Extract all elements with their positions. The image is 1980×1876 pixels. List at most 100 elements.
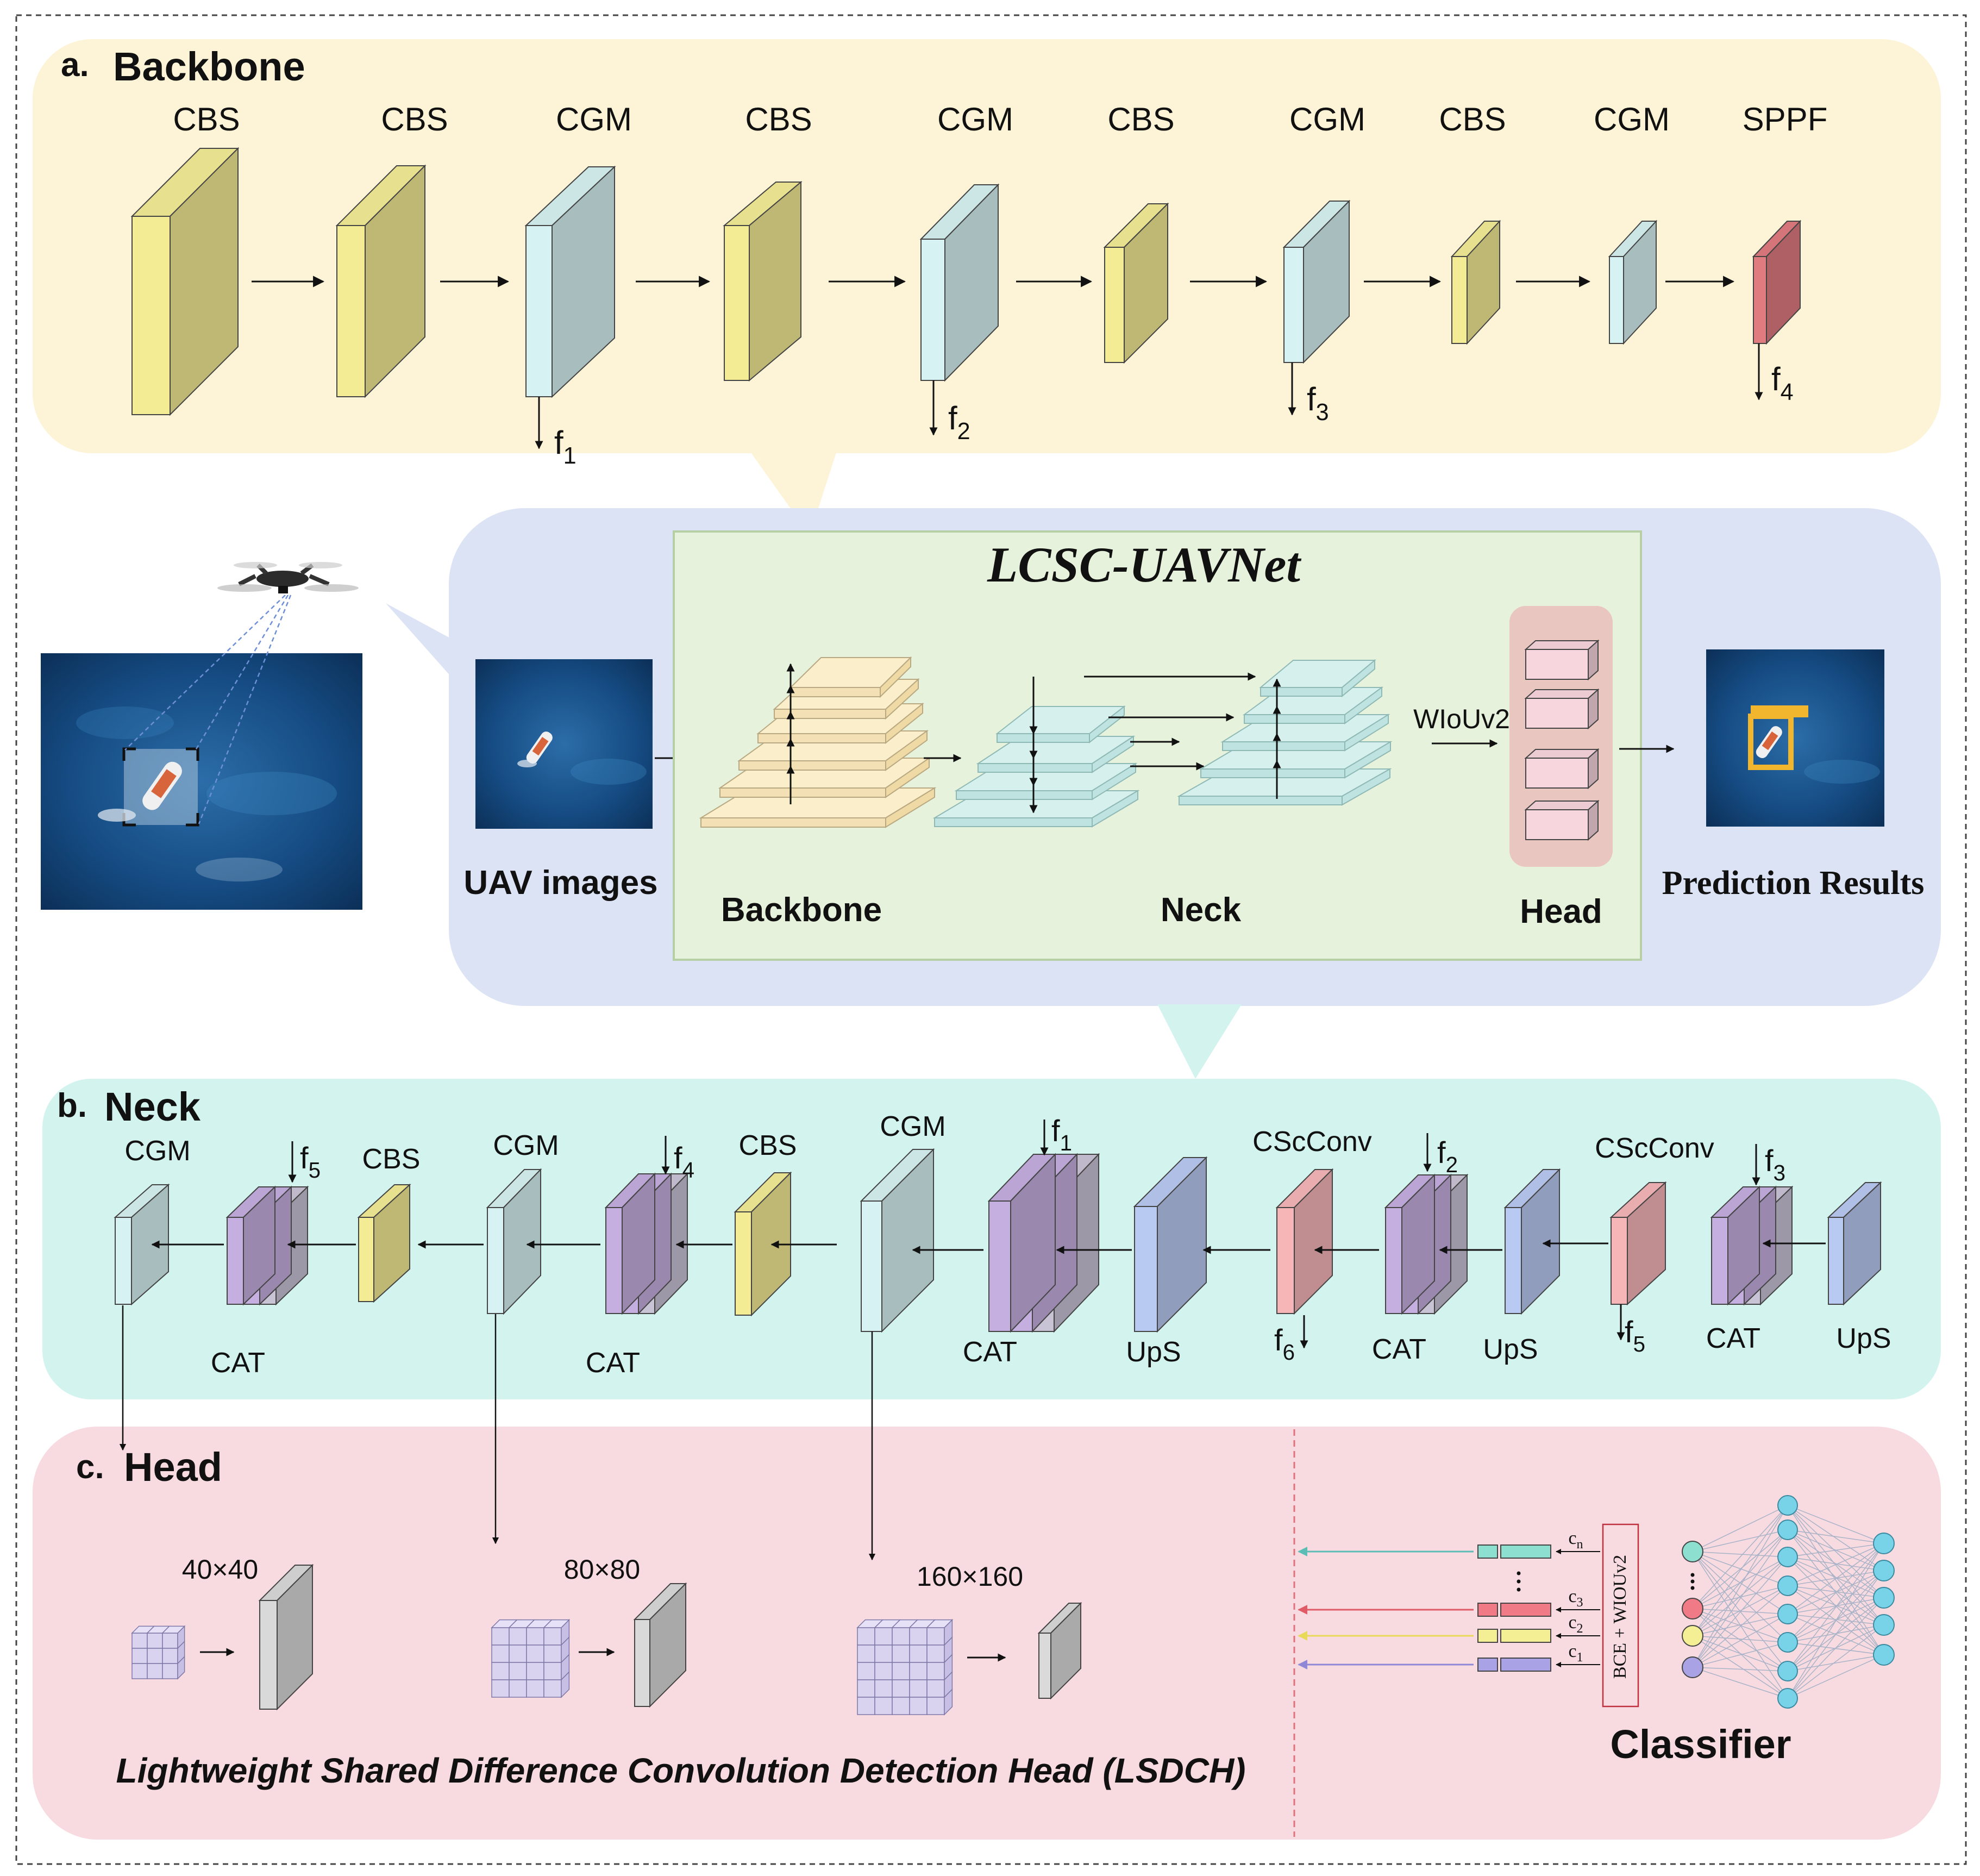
ellipsis-dot bbox=[1690, 1586, 1695, 1590]
backbone-output-f4: f4 bbox=[1771, 361, 1794, 405]
class-bar-small bbox=[1477, 1544, 1498, 1559]
neck-bottom-label: UpS bbox=[1126, 1336, 1181, 1368]
mini-backbone-layer-edge bbox=[738, 760, 886, 771]
classifier-hidden-node bbox=[1777, 1519, 1798, 1540]
mini-neck-layer-edge bbox=[1200, 768, 1345, 778]
classifier-edge bbox=[1787, 1543, 1884, 1615]
cat-layer bbox=[604, 1172, 656, 1315]
mini-neck-layer-edge bbox=[1260, 687, 1343, 697]
classifier-output-node bbox=[1873, 1587, 1895, 1609]
neck-top-label: CScConv bbox=[1252, 1126, 1372, 1158]
mini-head-block bbox=[1524, 688, 1600, 730]
classifier-edge bbox=[1692, 1556, 1788, 1636]
classifier-edge bbox=[1787, 1556, 1884, 1598]
mini-backbone-layer-side bbox=[885, 757, 930, 798]
mini-head-blocks bbox=[1524, 639, 1600, 841]
class-bar-small bbox=[1477, 1658, 1498, 1672]
head-panel-title: Head bbox=[124, 1444, 222, 1490]
overview-neck-label: Neck bbox=[1161, 891, 1242, 929]
backbone-output-f1: f1 bbox=[554, 424, 577, 469]
neck-ups-2 bbox=[1503, 1168, 1561, 1315]
mini-neck-layer-edge bbox=[1179, 796, 1343, 805]
neck-top-label: CBS bbox=[739, 1130, 797, 1161]
backbone-block-label: CBS bbox=[1439, 101, 1506, 137]
classifier-edge bbox=[1787, 1505, 1884, 1655]
backbone-output-f2: f2 bbox=[948, 400, 970, 445]
backbone-output-f3: f3 bbox=[1307, 381, 1329, 426]
class-bar bbox=[1500, 1658, 1551, 1672]
classifier-hidden-node bbox=[1777, 1661, 1798, 1681]
classifier-hidden-node bbox=[1777, 1604, 1798, 1624]
classifier-edge bbox=[1692, 1667, 1788, 1699]
neck-bottom-label: CAT bbox=[211, 1347, 265, 1379]
head-scale-label-2: 80×80 bbox=[564, 1554, 640, 1585]
neck-top-label: CGM bbox=[493, 1130, 559, 1161]
classifier-input-node bbox=[1682, 1541, 1703, 1562]
cat-layer bbox=[1384, 1173, 1436, 1315]
classifier-edge bbox=[1787, 1570, 1884, 1699]
classifier-hidden-node bbox=[1777, 1688, 1798, 1709]
backbone-block-label: CBS bbox=[1107, 101, 1174, 137]
neck-bottom-label: CAT bbox=[963, 1336, 1017, 1368]
head-scale-label-1: 40×40 bbox=[182, 1554, 258, 1585]
cat-layer bbox=[225, 1185, 277, 1306]
uav-images-label: UAV images bbox=[463, 864, 657, 902]
neck-cbs-1 bbox=[357, 1183, 411, 1303]
backbone-block-label: CGM bbox=[937, 101, 1013, 137]
classifier-edge bbox=[1787, 1597, 1884, 1643]
backbone-block-cbs bbox=[1103, 202, 1169, 364]
neck-cscconv-2 bbox=[1609, 1181, 1667, 1306]
classifier-edge bbox=[1692, 1551, 1788, 1586]
mini-backbone-layer-side bbox=[885, 678, 919, 720]
mini-neck-layer-edge bbox=[1244, 714, 1345, 724]
neck-side-input-f5: f5 bbox=[300, 1141, 321, 1183]
neck-cat-1 bbox=[225, 1185, 309, 1306]
neck-ups-1 bbox=[1133, 1156, 1208, 1333]
class-label-cn: cn bbox=[1568, 1528, 1583, 1552]
mini-backbone-layer-edge bbox=[757, 733, 886, 743]
class-label-c2: c2 bbox=[1568, 1612, 1583, 1636]
classifier-edge bbox=[1787, 1597, 1884, 1615]
neck-cat-4 bbox=[1384, 1173, 1469, 1315]
classifier-edge bbox=[1787, 1614, 1884, 1625]
backbone-block-cgm bbox=[1608, 220, 1658, 345]
classifier-edge bbox=[1692, 1505, 1788, 1552]
cat-layer bbox=[987, 1153, 1057, 1333]
neck-side-input-f2: f2 bbox=[1437, 1135, 1458, 1177]
ellipsis-dot bbox=[1517, 1587, 1521, 1592]
classifier-edge bbox=[1692, 1585, 1788, 1668]
classifier-edge bbox=[1787, 1543, 1884, 1672]
classifier-input-node bbox=[1682, 1625, 1703, 1647]
neck-side-output-f5: f5 bbox=[1625, 1315, 1645, 1356]
classifier-edge bbox=[1787, 1529, 1884, 1544]
neck-cgm-1 bbox=[114, 1183, 170, 1306]
neck-side-input-f4: f4 bbox=[674, 1141, 694, 1183]
neck-side-input-f1: f1 bbox=[1051, 1114, 1072, 1155]
neck-cscconv-1 bbox=[1275, 1168, 1334, 1315]
mini-backbone-layer-side bbox=[885, 730, 928, 771]
backbone-block-label: CBS bbox=[381, 101, 448, 137]
classifier-label: Classifier bbox=[1610, 1722, 1791, 1767]
ellipsis-dot bbox=[1517, 1571, 1521, 1575]
backbone-block-label: CGM bbox=[1289, 101, 1365, 137]
backbone-block-label: CGM bbox=[556, 101, 632, 137]
prediction-image bbox=[1706, 649, 1884, 827]
class-bar-small bbox=[1477, 1603, 1498, 1617]
mini-neck-layer-edge bbox=[978, 763, 1093, 773]
head-grid-cube-1 bbox=[131, 1625, 186, 1680]
classifier-edge bbox=[1692, 1585, 1788, 1609]
backbone-block-sppf bbox=[1752, 220, 1802, 345]
neck-bottom-label: CAT bbox=[586, 1347, 640, 1379]
overview-panel: UAV images LCSC-UAVNet WIoUv2 Backbone N… bbox=[41, 508, 1941, 1079]
mini-backbone-layer-edge bbox=[790, 687, 881, 697]
classifier-edge bbox=[1787, 1654, 1884, 1699]
classifier-output-node bbox=[1873, 1560, 1895, 1581]
neck-bottom-label: CAT bbox=[1706, 1323, 1760, 1354]
mini-backbone-layer-edge bbox=[719, 787, 886, 798]
drone-icon bbox=[217, 562, 359, 593]
classifier-edge bbox=[1692, 1642, 1788, 1668]
classifier-edge bbox=[1692, 1556, 1788, 1668]
